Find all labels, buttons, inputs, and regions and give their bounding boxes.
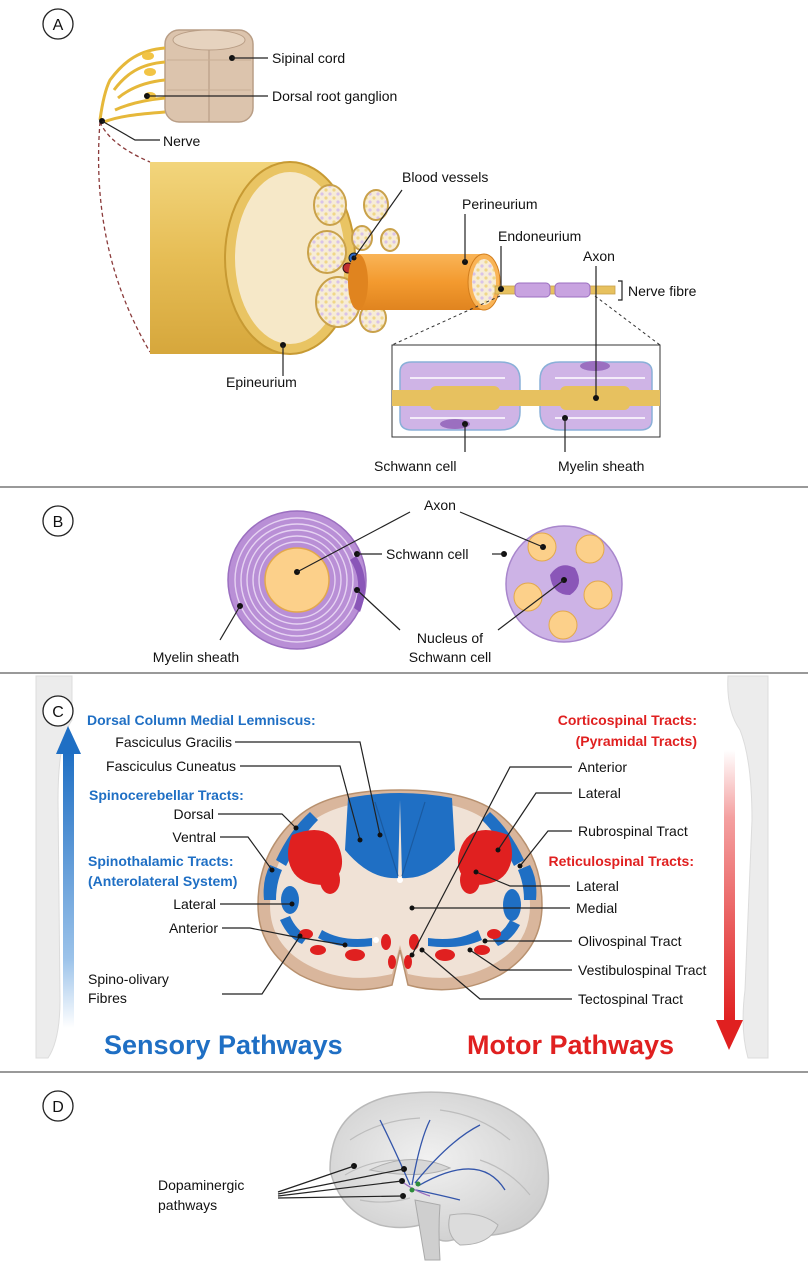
label-fasciculus-gracilis: Fasciculus Gracilis [115,734,232,750]
panel-letter-a: A [53,17,64,34]
label-perineurium: Perineurium [462,196,537,212]
label-nerve-fibre: Nerve fibre [628,283,697,299]
label-olivospinal: Olivospinal Tract [578,933,682,949]
label-b-schwann-cell: Schwann cell [386,546,469,562]
label-b-axon: Axon [424,497,456,513]
panel-letter-d: D [52,1099,64,1116]
heading-spinothalamic-2: (Anterolateral System) [88,873,237,889]
spinal-cord-illustration [164,29,254,123]
nerve-roots-illustration [98,46,166,124]
label-b-nucleus-line2: Schwann cell [409,649,492,665]
label-dopaminergic-line1: Dopaminergic [158,1177,244,1193]
sensory-arrow [56,726,81,1028]
panel-b-leaders [219,511,567,641]
panel-d-leaders [277,1163,421,1199]
label-dopaminergic-line2: pathways [158,1197,217,1213]
label-spino-olivary-2: Fibres [88,990,127,1006]
footer-motor-pathways: Motor Pathways [467,1030,674,1060]
panel-letter-c: C [52,704,64,721]
motor-arrow [716,750,743,1050]
label-reticulospinal-lateral: Lateral [576,878,619,894]
label-fasciculus-cuneatus: Fasciculus Cuneatus [106,758,236,774]
label-spinal-cord: Sipinal cord [272,50,345,66]
footer-sensory-pathways: Sensory Pathways [104,1030,343,1060]
label-anterior-spinothalamic: Anterior [169,920,218,936]
perineurium-illustration [348,253,501,311]
label-anterior-corticospinal: Anterior [578,759,627,775]
heading-corticospinal-1: Corticospinal Tracts: [558,712,697,728]
label-dorsal: Dorsal [174,806,214,822]
label-lateral-spinothalamic: Lateral [173,896,216,912]
spinal-cord-cross-section [257,789,543,991]
panel-c-leaders-left [218,741,383,995]
label-axon: Axon [583,248,615,264]
myelinated-fibre-illustration [227,510,367,650]
panel-letter-circle [42,695,74,727]
nerve-cylinder-illustration [150,161,400,355]
panel-a: A [42,8,697,474]
label-myelin-sheath: Myelin sheath [558,458,644,474]
panel-d: D [42,1090,550,1261]
label-blood-vessels: Blood vessels [402,169,488,185]
label-endoneurium: Endoneurium [498,228,581,244]
label-reticulospinal-medial: Medial [576,900,617,916]
label-dorsal-root-ganglion: Dorsal root ganglion [272,88,397,104]
panel-letter-circle [42,8,74,40]
label-tectospinal: Tectospinal Tract [578,991,683,1007]
nerve-fibre-illustration [494,282,616,298]
panel-a-leaders [99,55,623,452]
panel-letter-circle [42,505,74,537]
label-spino-olivary-1: Spino-olivary [88,971,169,987]
myelin-zoom-box [391,344,661,438]
unmyelinated-fibre-illustration [505,525,623,643]
brain-sagittal-illustration [329,1091,550,1261]
label-b-myelin-sheath: Myelin sheath [153,649,239,665]
label-schwann-cell: Schwann cell [374,458,457,474]
label-lateral-corticospinal: Lateral [578,785,621,801]
heading-reticulospinal: Reticulospinal Tracts: [549,853,694,869]
heading-spinothalamic-1: Spinothalamic Tracts: [88,853,233,869]
label-rubrospinal: Rubrospinal Tract [578,823,688,839]
panel-c: C [35,675,769,1060]
panel-letter-circle [42,1090,74,1122]
panel-c-leaders-right [409,766,572,1000]
panel-b: B [42,497,623,665]
label-b-nucleus-line1: Nucleus of [417,630,483,646]
label-ventral: Ventral [172,829,216,845]
label-vestibulospinal: Vestibulospinal Tract [578,962,707,978]
label-nerve: Nerve [163,133,201,149]
panel-letter-b: B [53,514,64,531]
label-epineurium: Epineurium [226,374,297,390]
heading-dcml: Dorsal Column Medial Lemniscus: [87,712,316,728]
heading-corticospinal-2: (Pyramidal Tracts) [576,733,697,749]
heading-spinocerebellar: Spinocerebellar Tracts: [89,787,244,803]
